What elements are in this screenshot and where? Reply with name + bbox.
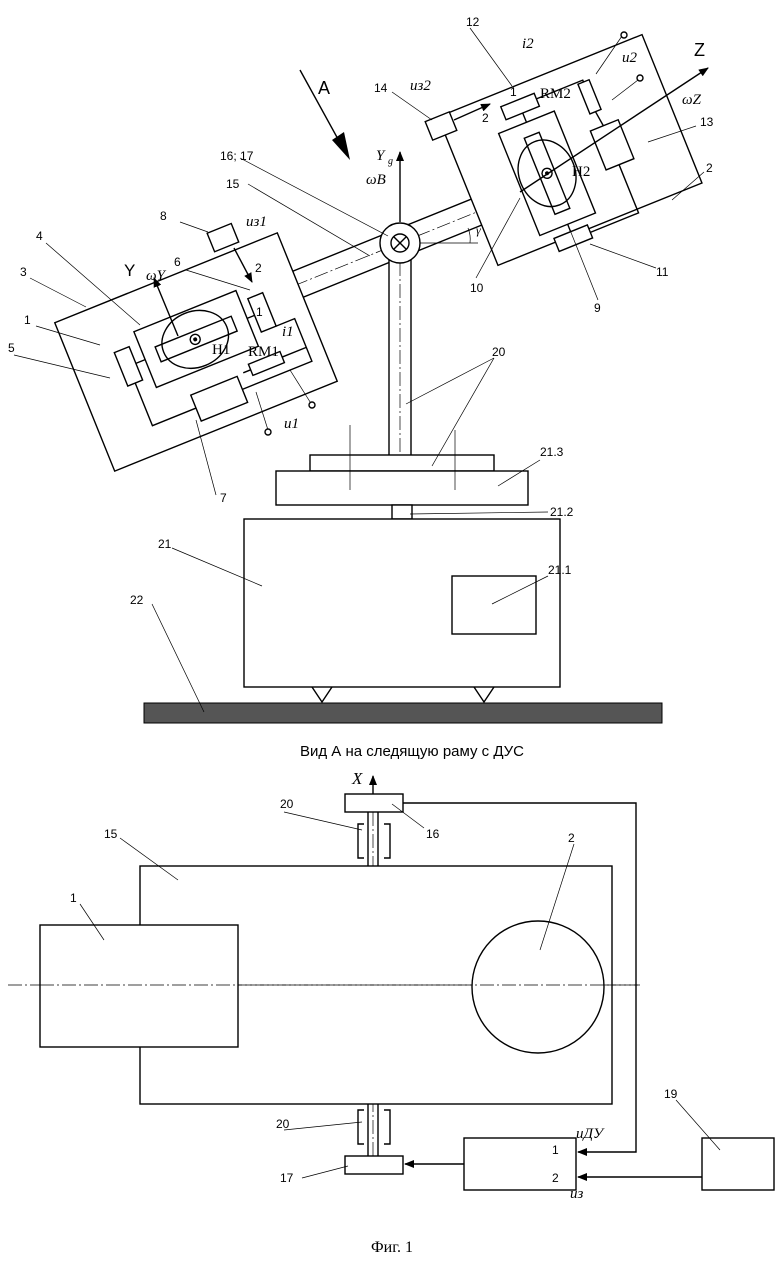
gyro-2-circle [472, 921, 604, 1053]
label-12: 12 [466, 15, 480, 29]
symbol-udu: uДУ [576, 1126, 605, 1142]
symbol-uz2: uз2 [410, 78, 431, 94]
turntable-top [310, 455, 494, 471]
label-7: 7 [220, 491, 227, 505]
port-2-unit2: 2 [482, 111, 489, 125]
label-11: 11 [656, 265, 669, 279]
u2-terminal-1 [621, 32, 627, 38]
label-21: 21 [158, 537, 172, 551]
label-10: 10 [470, 281, 484, 295]
label-1: 1 [24, 313, 31, 327]
symbol-gamma: γ [476, 223, 481, 237]
gyro-unit-2 [438, 35, 706, 275]
label-21-2: 21.2 [550, 505, 574, 519]
gyro-unit-1 [55, 233, 337, 471]
port-2-unit1: 2 [255, 261, 262, 275]
vertical-shaft [389, 240, 411, 490]
port-1-unit1: 1 [256, 305, 263, 319]
controller-block [464, 1138, 576, 1190]
bearing-top-20 [358, 812, 390, 866]
view-a-title: Вид А на следящую раму с ДУС [300, 743, 524, 760]
label-3: 3 [20, 265, 27, 279]
motor-17 [345, 1156, 403, 1174]
symbol-yg: Y [376, 148, 386, 164]
u1-terminal-1 [309, 402, 315, 408]
controller-port-2: 2 [552, 1171, 559, 1185]
u2-terminal-2 [637, 75, 643, 81]
symbol-yg-sub: g [388, 156, 393, 167]
label-9: 9 [594, 301, 601, 315]
block-19 [702, 1138, 774, 1190]
controller-port-1: 1 [552, 1143, 559, 1157]
figure-caption: Фиг. 1 [371, 1239, 413, 1256]
label-22: 22 [130, 593, 144, 607]
floor-22 [144, 703, 662, 723]
label-2-upper: 2 [706, 161, 713, 175]
symbol-x: X [351, 769, 363, 788]
label-13: 13 [700, 115, 714, 129]
label-20-bottom: 20 [276, 1117, 290, 1131]
label-5: 5 [8, 341, 15, 355]
label-6: 6 [174, 255, 181, 269]
control-unit-8 [207, 223, 239, 251]
symbol-h1: H1 [212, 342, 230, 358]
symbol-i1: i1 [282, 324, 294, 340]
symbol-z: Z [694, 40, 705, 60]
panel-21-1 [452, 576, 536, 634]
label-20-top: 20 [280, 797, 294, 811]
sensor-16 [345, 794, 403, 812]
label-8: 8 [160, 209, 167, 223]
label-21-1: 21.1 [548, 563, 572, 577]
label-2-lower: 2 [568, 831, 575, 845]
symbol-omega-y: ωY [146, 268, 167, 284]
block-1 [40, 925, 238, 1047]
label-21-3: 21.3 [540, 445, 564, 459]
symbol-i2: i2 [522, 36, 534, 52]
support-foot-right [474, 687, 494, 702]
label-20-upper: 20 [492, 345, 506, 359]
symbol-y: Y [124, 261, 135, 280]
label-16-17: 16; 17 [220, 149, 254, 163]
symbol-u2: u2 [622, 50, 638, 66]
symbol-rm1: RM1 [248, 344, 279, 360]
support-foot-left [312, 687, 332, 702]
port-1-unit2: 1 [510, 85, 517, 99]
label-15-lower: 15 [104, 827, 118, 841]
symbol-omega-b: ωB [366, 172, 386, 188]
symbol-u1: u1 [284, 416, 299, 432]
bearing-bottom-20 [358, 1104, 390, 1156]
symbol-uz: uз [570, 1186, 584, 1202]
symbol-uz1: uз1 [246, 214, 267, 230]
symbol-rm2: RM2 [540, 86, 571, 102]
stub-21-2 [392, 505, 412, 519]
label-17: 17 [280, 1171, 294, 1185]
u1-terminal-2 [265, 429, 271, 435]
symbol-h2: H2 [572, 164, 590, 180]
label-15: 15 [226, 177, 240, 191]
label-1-lower: 1 [70, 891, 77, 905]
symbol-a: A [318, 78, 330, 98]
turntable-21-3 [276, 471, 528, 505]
label-19: 19 [664, 1087, 678, 1101]
label-16: 16 [426, 827, 440, 841]
symbol-omega-z: ωZ [682, 92, 702, 108]
label-4: 4 [36, 229, 43, 243]
label-14: 14 [374, 81, 388, 95]
view-a-arrowhead [332, 132, 350, 160]
